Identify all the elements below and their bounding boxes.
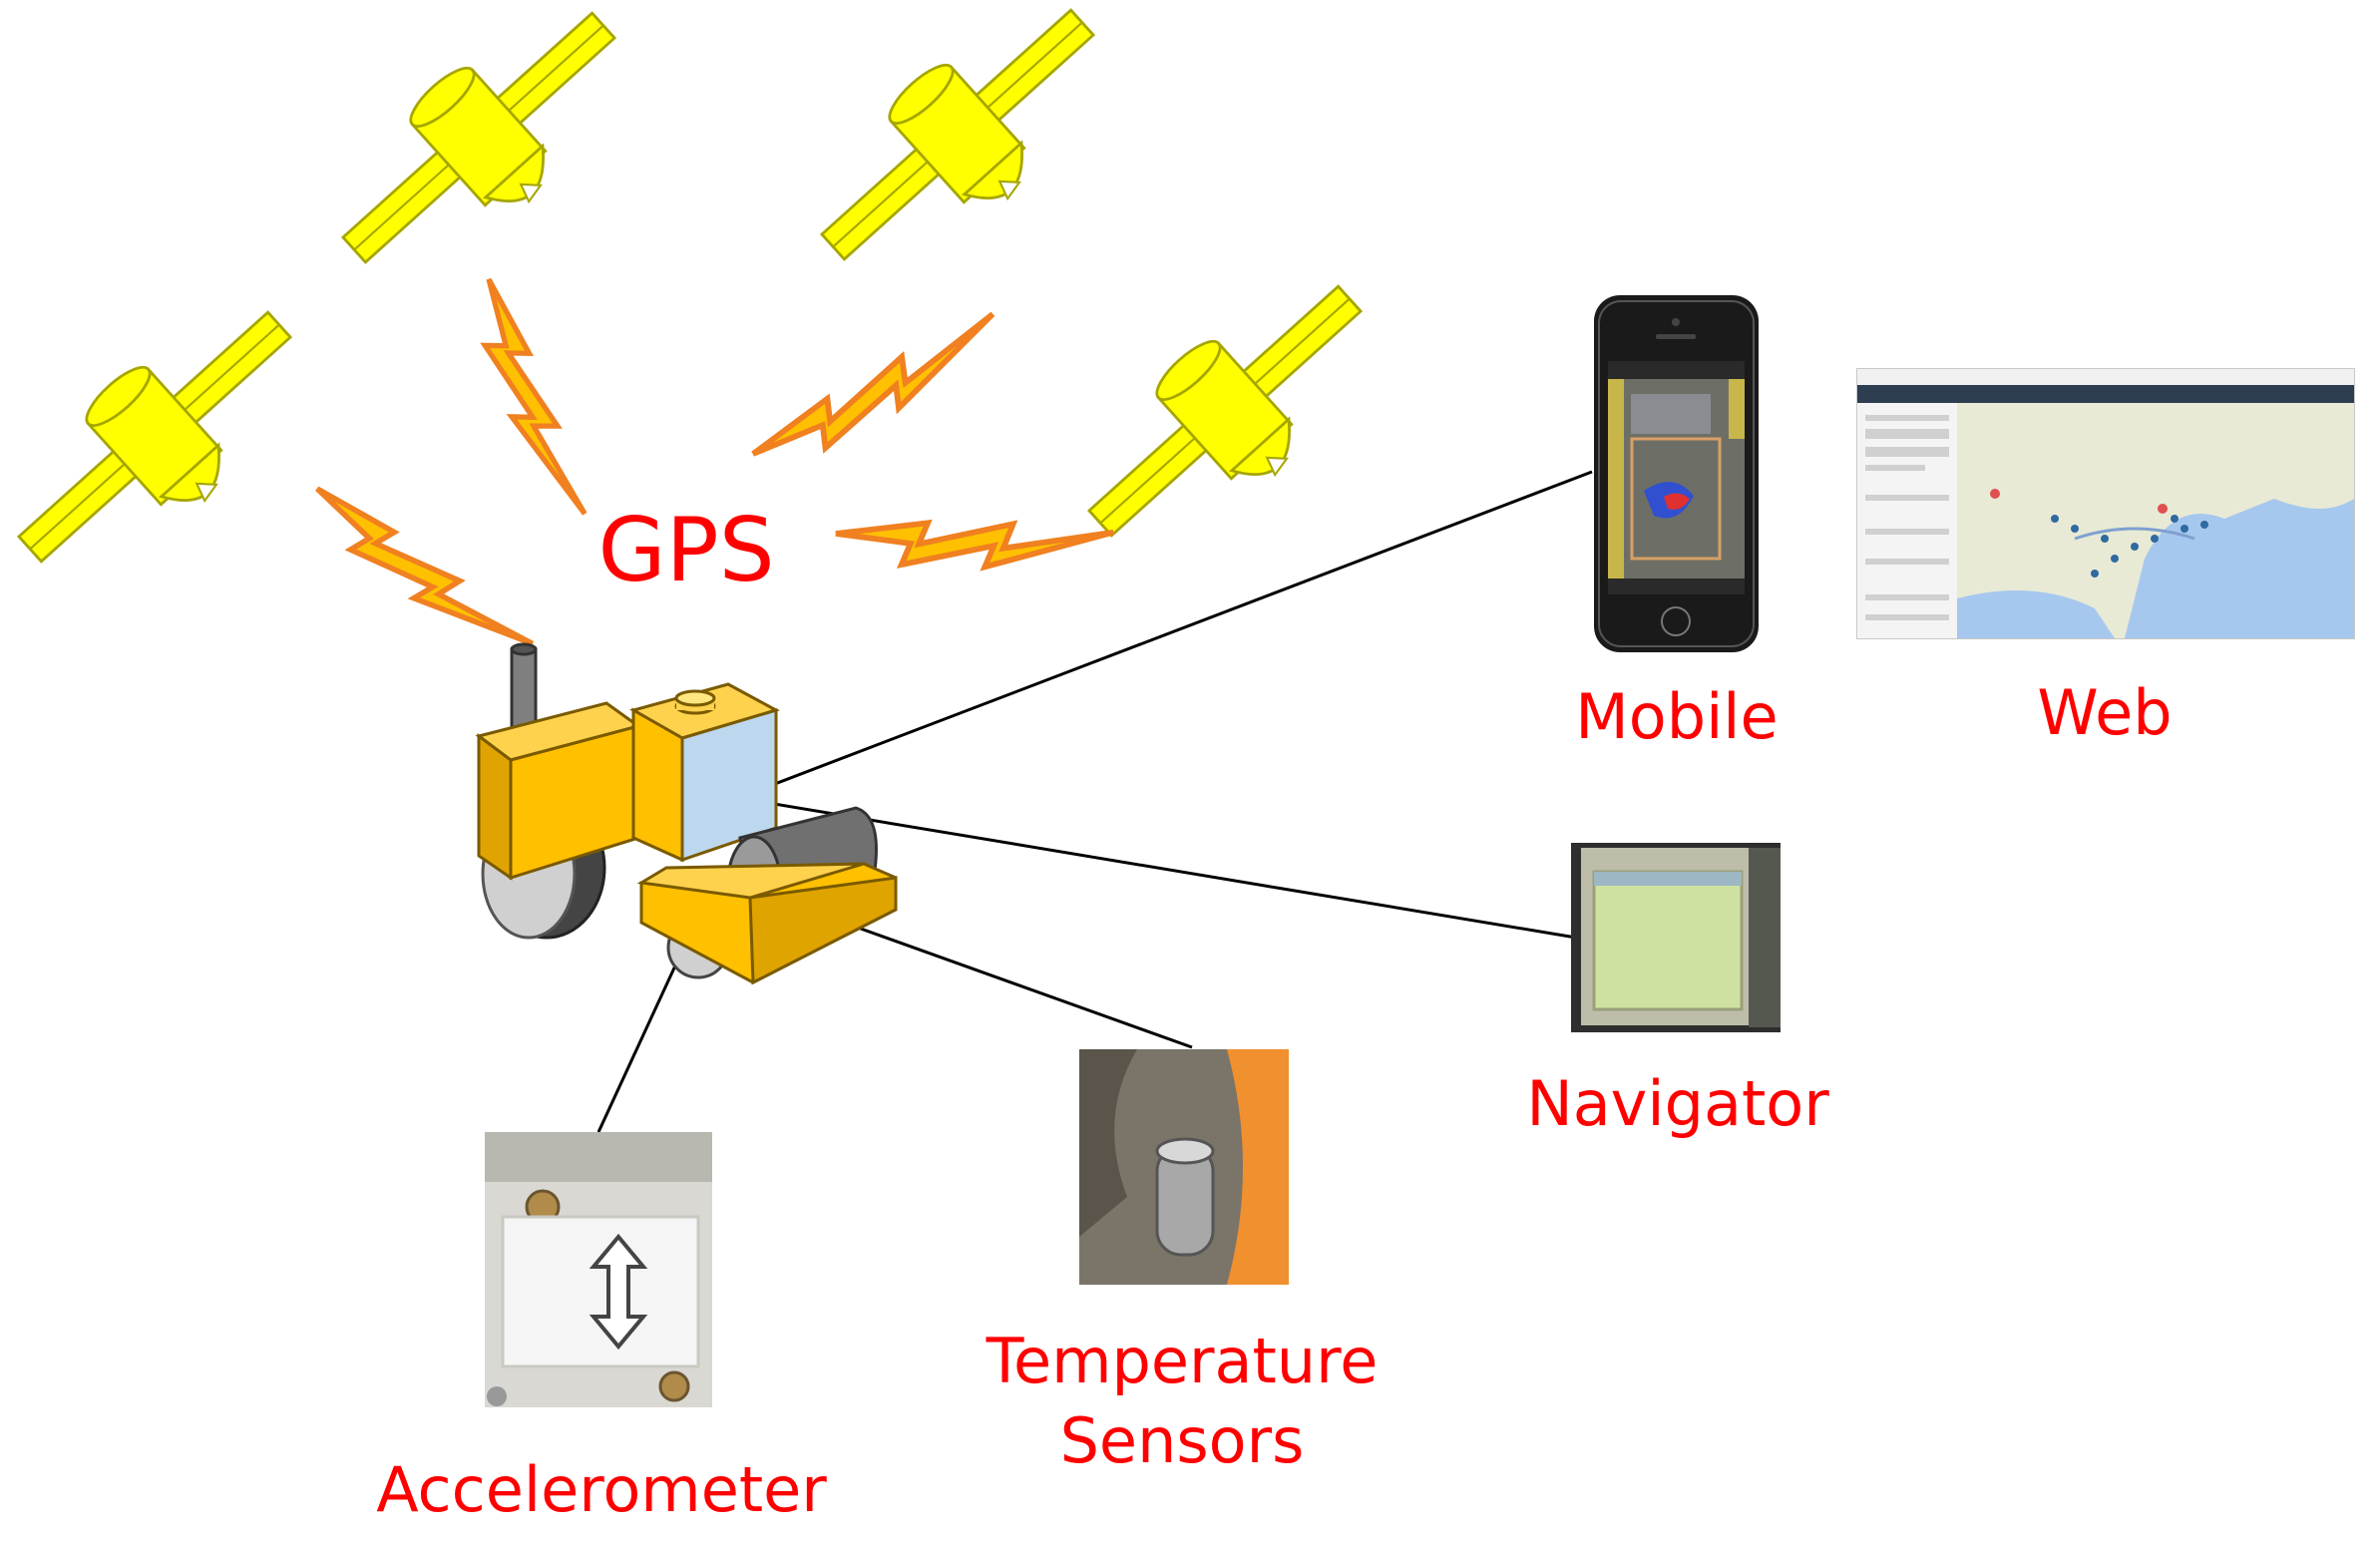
temperature-sensor-photo	[1079, 1049, 1289, 1285]
signal-bolt-icon	[753, 245, 992, 523]
temperature-label-line1: Temperature	[986, 1325, 1379, 1397]
road-roller-icon	[475, 642, 898, 985]
navigator-device-photo	[1571, 843, 1781, 1032]
connector-navigator	[737, 796, 1577, 940]
signal-bolt-icon	[836, 413, 1113, 652]
smartphone-icon	[1594, 295, 1759, 652]
connector-lines	[596, 470, 1593, 1133]
accelerometer-photo	[485, 1132, 712, 1407]
connector-temperature	[857, 926, 1193, 1049]
signal-bolt-icon	[303, 489, 547, 643]
satellite-icon	[306, 0, 659, 312]
temperature-label-line2: Sensors	[1060, 1404, 1305, 1477]
navigator-label: Navigator	[1526, 1067, 1829, 1140]
web-label: Web	[2037, 676, 2172, 749]
satellite-icon	[785, 0, 1138, 309]
connector-accelerometer	[596, 937, 690, 1133]
connector-mobile	[737, 470, 1593, 800]
accelerometer-label: Accelerometer	[376, 1453, 827, 1526]
signal-bolt-icon	[411, 279, 661, 514]
gps-label: GPS	[597, 499, 774, 601]
web-map-screenshot	[1856, 368, 2355, 639]
satellite-icon	[0, 272, 335, 611]
mobile-label: Mobile	[1575, 680, 1778, 753]
